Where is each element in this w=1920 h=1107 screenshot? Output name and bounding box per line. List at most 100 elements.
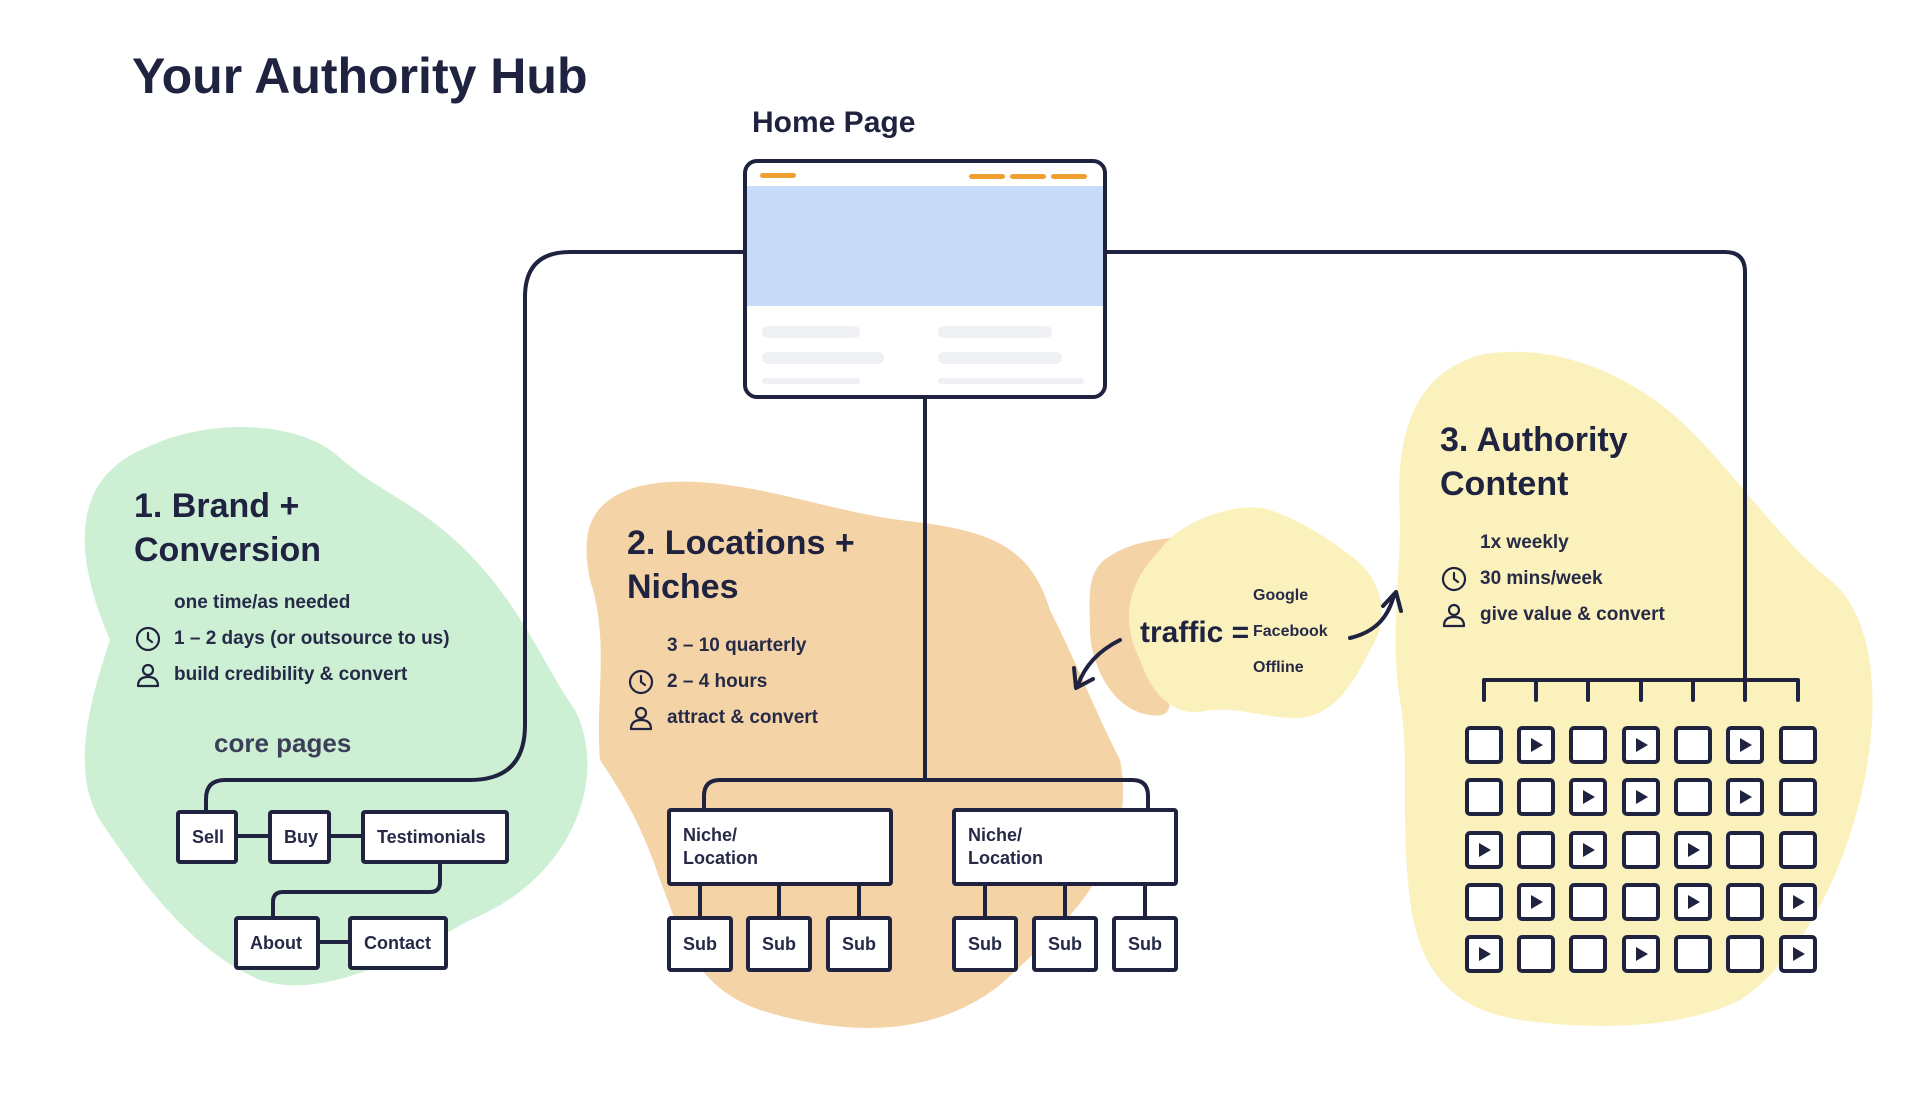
content-cell-video [1622,726,1660,764]
page-node-contact: Contact [348,916,448,970]
niche-location-node-1: Niche/ Location [667,808,893,886]
authority-goal-row: give value & convert [1440,597,1665,633]
clock-icon [627,668,655,696]
authority-time-row: 30 mins/week [1440,561,1665,597]
locations-frequency-row: 3 – 10 quarterly [627,628,818,664]
brand-time-row: 1 – 2 days (or outsource to us) [134,621,450,657]
play-icon [1531,895,1543,909]
content-cell-article [1517,778,1555,816]
niche2-sub-links [983,882,1147,920]
brand-link-testimonials-about [271,860,442,920]
content-cell-video [1726,778,1764,816]
content-cell-article [1569,935,1607,973]
locations-meta: 3 – 10 quarterly 2 – 4 hours attract & c… [627,628,818,736]
sub-node: Sub [1032,916,1098,972]
core-pages-label: core pages [214,728,352,758]
content-cell-article [1726,935,1764,973]
content-cell-article [1465,883,1503,921]
content-cell-video [1465,831,1503,869]
content-cell-article [1674,726,1712,764]
content-cell-article [1517,831,1555,869]
content-cell-video [1569,831,1607,869]
clock-icon [1440,565,1468,593]
play-icon [1636,790,1648,804]
traffic-label: traffic = [1140,616,1250,649]
page-node-testimonials: Testimonials [361,810,509,864]
person-icon [1440,601,1468,629]
content-cell-video [1622,778,1660,816]
connector-home-to-brand [204,250,747,814]
content-cell-article [1674,778,1712,816]
content-cell-video [1726,726,1764,764]
play-icon [1583,843,1595,857]
traffic-blob [1128,507,1382,719]
arrow-left-to-locations [1072,638,1122,690]
authority-comb [1482,678,1800,702]
content-cell-article [1779,778,1817,816]
page-node-sell: Sell [176,810,238,864]
content-cell-video [1674,831,1712,869]
home-page-mockup [743,159,1107,399]
content-cell-article [1465,778,1503,816]
content-cell-video [1517,726,1555,764]
play-icon [1793,895,1805,909]
play-icon [1688,895,1700,909]
locations-blob [586,481,1124,1028]
content-cell-article [1779,726,1817,764]
sub-node: Sub [826,916,892,972]
brand-frequency-row: one time/as needed [134,585,450,621]
sub-node: Sub [952,916,1018,972]
locations-section-title: 2. Locations + Niches [627,524,855,606]
play-icon [1583,790,1595,804]
play-icon [1636,738,1648,752]
content-cell-article [1622,831,1660,869]
content-cell-video [1465,935,1503,973]
brand-section-title: 1. Brand + Conversion [134,487,322,569]
page-node-buy: Buy [268,810,331,864]
authority-goal: give value & convert [1480,604,1665,625]
play-icon [1740,790,1752,804]
clock-icon [134,625,162,653]
connector-home-to-authority [1103,250,1747,682]
page-node-about: About [234,916,320,970]
authority-section-title: 3. Authority Content [1440,421,1628,503]
play-icon [1740,738,1752,752]
page-title: Your Authority Hub [132,48,588,104]
content-cell-video [1569,778,1607,816]
sub-node: Sub [746,916,812,972]
brand-goal: build credibility & convert [174,664,408,685]
content-cell-article [1726,883,1764,921]
arrow-right-to-authority [1348,590,1403,640]
content-cell-video [1674,883,1712,921]
locations-goal: attract & convert [667,707,818,728]
content-cell-article [1674,935,1712,973]
traffic-source-facebook: Facebook [1253,623,1328,640]
content-cell-article [1569,883,1607,921]
sub-node: Sub [667,916,733,972]
brand-time: 1 – 2 days (or outsource to us) [174,628,450,649]
home-page-label: Home Page [752,106,916,139]
locations-goal-row: attract & convert [627,700,818,736]
niche-location-node-2: Niche/ Location [952,808,1178,886]
authority-time: 30 mins/week [1480,568,1603,589]
sub-node: Sub [1112,916,1178,972]
person-icon [134,661,162,689]
brand-frequency: one time/as needed [174,592,351,613]
play-icon [1479,947,1491,961]
authority-frequency-row: 1x weekly [1440,525,1665,561]
niche1-sub-links [698,882,861,920]
content-cell-video [1779,935,1817,973]
brand-goal-row: build credibility & convert [134,657,450,693]
play-icon [1636,947,1648,961]
play-icon [1688,843,1700,857]
content-cell-article [1517,935,1555,973]
play-icon [1531,738,1543,752]
locations-branch [702,778,1150,812]
content-cell-article [1569,726,1607,764]
play-icon [1479,843,1491,857]
content-cell-article [1622,883,1660,921]
traffic-source-google: Google [1253,587,1309,604]
content-cell-video [1622,935,1660,973]
play-icon [1793,947,1805,961]
content-cell-article [1465,726,1503,764]
